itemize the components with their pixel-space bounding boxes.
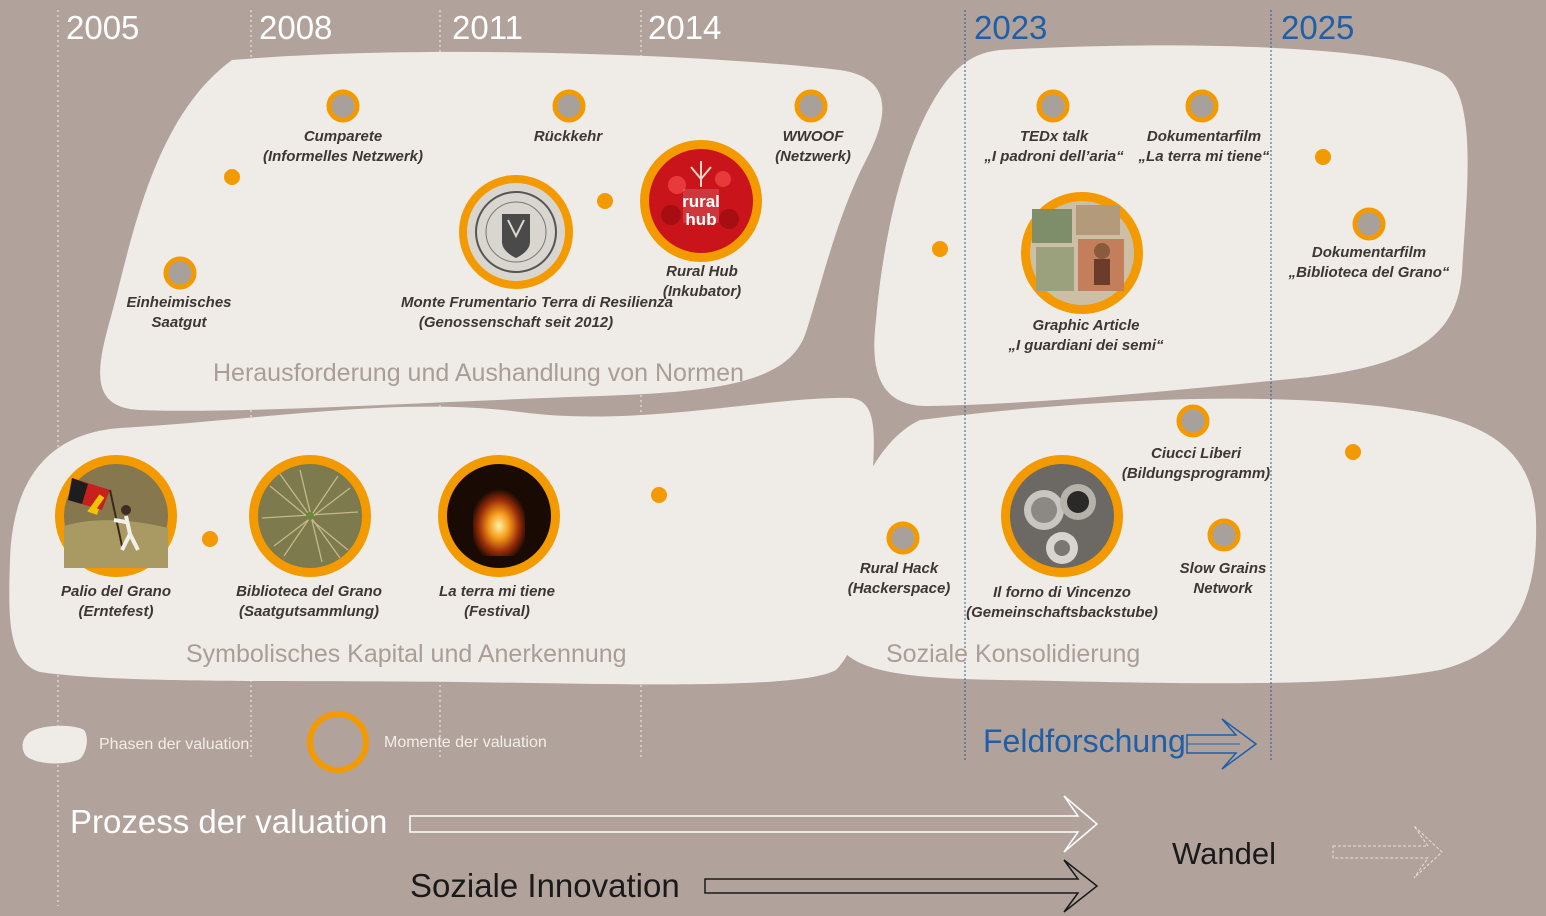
year-2025: 2025: [1281, 9, 1355, 46]
rural-hub-logo-line2: hub: [685, 210, 716, 229]
year-2023: 2023: [974, 9, 1048, 46]
phase-title-normen: Herausforderung und Aushandlung von Norm…: [213, 359, 744, 387]
moment-rural-hub: Rural Hub(Inkubator): [662, 263, 742, 300]
small-dots: [202, 149, 1361, 547]
photo-palio: [55, 455, 177, 577]
phase-blob-kapital: [9, 397, 874, 685]
moment-dokumentarfilm-terra: Dokumentarfilm„La terra mi tiene“: [1138, 128, 1270, 165]
legend-phases-label: Phasen der valuation: [99, 736, 250, 753]
moment-il-forno-di-vincenzo: Il forno di Vincenzo(Gemeinschaftsbackst…: [966, 584, 1158, 621]
photo-terra-festival: [438, 455, 560, 577]
rural-hub-logo-line1: rural: [682, 192, 720, 211]
innovation-label: Soziale Innovation: [410, 867, 680, 904]
moment-graphic-article: Graphic Article„I guardiani dei semi“: [1008, 317, 1164, 354]
moment-la-terra-mi-tiene: La terra mi tiene(Festival): [439, 583, 555, 620]
legend-moments-label: Momente der valuation: [384, 734, 547, 751]
year-2011: 2011: [452, 9, 523, 46]
ring-markers: [163, 89, 1386, 555]
photo-biblioteca: [249, 455, 371, 577]
moment-tedx-talk: TEDx talk„I padroni dell’aria“: [984, 128, 1124, 165]
moment-ciucci-liberi: Ciucci Liberi(Bildungsprogramm): [1121, 445, 1271, 482]
photo-forno: [1001, 455, 1123, 577]
moment-biblioteca-del-grano: Biblioteca del Grano(Saatgutsammlung): [236, 583, 382, 620]
year-2005: 2005: [66, 9, 140, 46]
moment-dokumentarfilm-biblioteca: Dokumentarfilm„Biblioteca del Grano“: [1288, 244, 1450, 281]
moment-cumparete: Cumparete(Informelles Netzwerk): [262, 128, 424, 165]
moment-rural-hack: Rural Hack(Hackerspace): [847, 560, 951, 597]
prozess-label: Prozess der valuation: [70, 803, 388, 840]
legend-blob-icon: [22, 725, 87, 764]
phase-title-konsolidierung: Soziale Konsolidierung: [886, 640, 1141, 668]
phase-blob-zwei: [874, 45, 1468, 407]
phase-title-kapital: Symbolisches Kapital und Anerkennung: [186, 640, 627, 668]
prozess-arrow-icon: [409, 795, 1099, 853]
year-2008: 2008: [259, 9, 333, 46]
phase-blob-konsolidierung: [833, 398, 1537, 684]
wandel-arrow-icon: [1332, 825, 1443, 879]
innovation-arrow-icon: [704, 859, 1099, 913]
photo-rural-hub: rural hub: [640, 140, 762, 262]
moment-monte-frumentario: Monte Frumentario Terra di Resilienza(Ge…: [401, 294, 673, 331]
moment-palio-del-grano: Palio del Grano(Erntefest): [60, 583, 172, 620]
legend-ring-icon: [307, 711, 369, 773]
moment-wwoof: WWOOF(Netzwerk): [775, 128, 851, 165]
photo-monte-seal: [459, 175, 573, 289]
wandel-label: Wandel: [1172, 836, 1276, 871]
year-2014: 2014: [648, 9, 722, 46]
moment-rueckkehr: Rückkehr: [533, 128, 603, 145]
photo-graphic-article: [1021, 192, 1143, 314]
field-research-lines: [964, 10, 1272, 760]
feldforschung-arrow-icon: [1186, 718, 1258, 770]
feldforschung-label: Feldforschung: [983, 723, 1186, 759]
